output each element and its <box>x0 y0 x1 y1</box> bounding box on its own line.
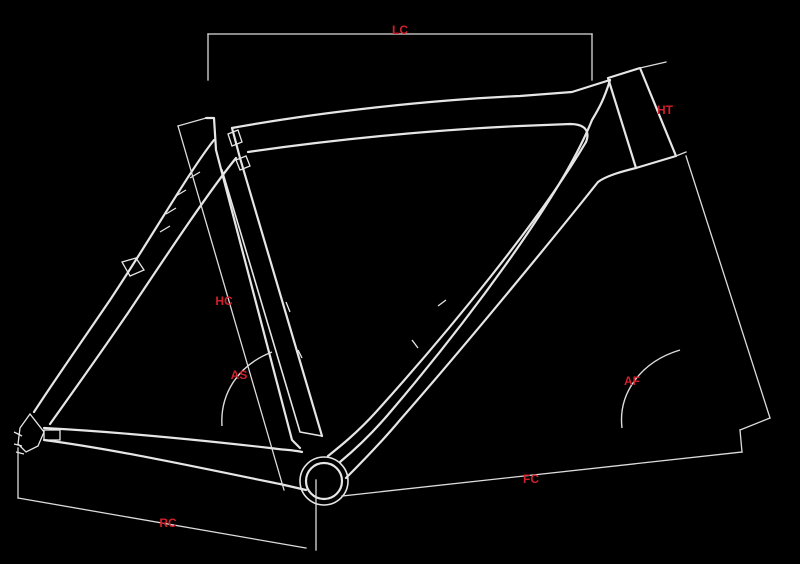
top-tube-inner <box>246 122 589 154</box>
lc-dimension <box>207 33 593 81</box>
chain-stay-lower <box>42 438 308 492</box>
down-tube-lower <box>344 166 638 480</box>
seat-tube-right <box>230 126 324 438</box>
af-angle-arc <box>620 349 681 429</box>
tube-fittings <box>285 299 447 359</box>
seat-tube <box>204 116 302 450</box>
top-tube <box>230 78 612 130</box>
label-fc: FC <box>523 472 539 486</box>
down-tube-inner <box>326 140 588 458</box>
bottom-bracket <box>304 461 344 501</box>
hc-dimension <box>177 117 285 491</box>
label-as: AS <box>231 368 248 382</box>
seat-tube-inner <box>221 169 323 437</box>
label-rc: RC <box>159 516 177 530</box>
seat-stay-lower <box>48 156 238 426</box>
down-tube <box>338 78 612 464</box>
rc-dimension <box>17 447 317 551</box>
dimension-lines <box>17 33 771 551</box>
seat-stay-details <box>121 129 251 277</box>
label-lc: LC <box>392 23 408 37</box>
label-ht: HT <box>657 103 674 117</box>
head-tube <box>606 66 678 170</box>
dimension-labels: LC HT HC AS AF FC RC <box>159 23 673 530</box>
front-dimension <box>685 155 771 453</box>
rear-dropout <box>13 412 61 455</box>
seat-stay-upper <box>32 138 216 414</box>
label-af: AF <box>624 374 640 388</box>
as-angle-arc <box>221 351 273 427</box>
ht-dimension <box>639 61 687 157</box>
label-hc: HC <box>215 294 233 308</box>
fc-dimension <box>341 451 743 497</box>
frame-outline <box>13 66 678 506</box>
chain-stay-upper <box>42 426 304 454</box>
bottom-bracket-shell <box>299 456 349 506</box>
